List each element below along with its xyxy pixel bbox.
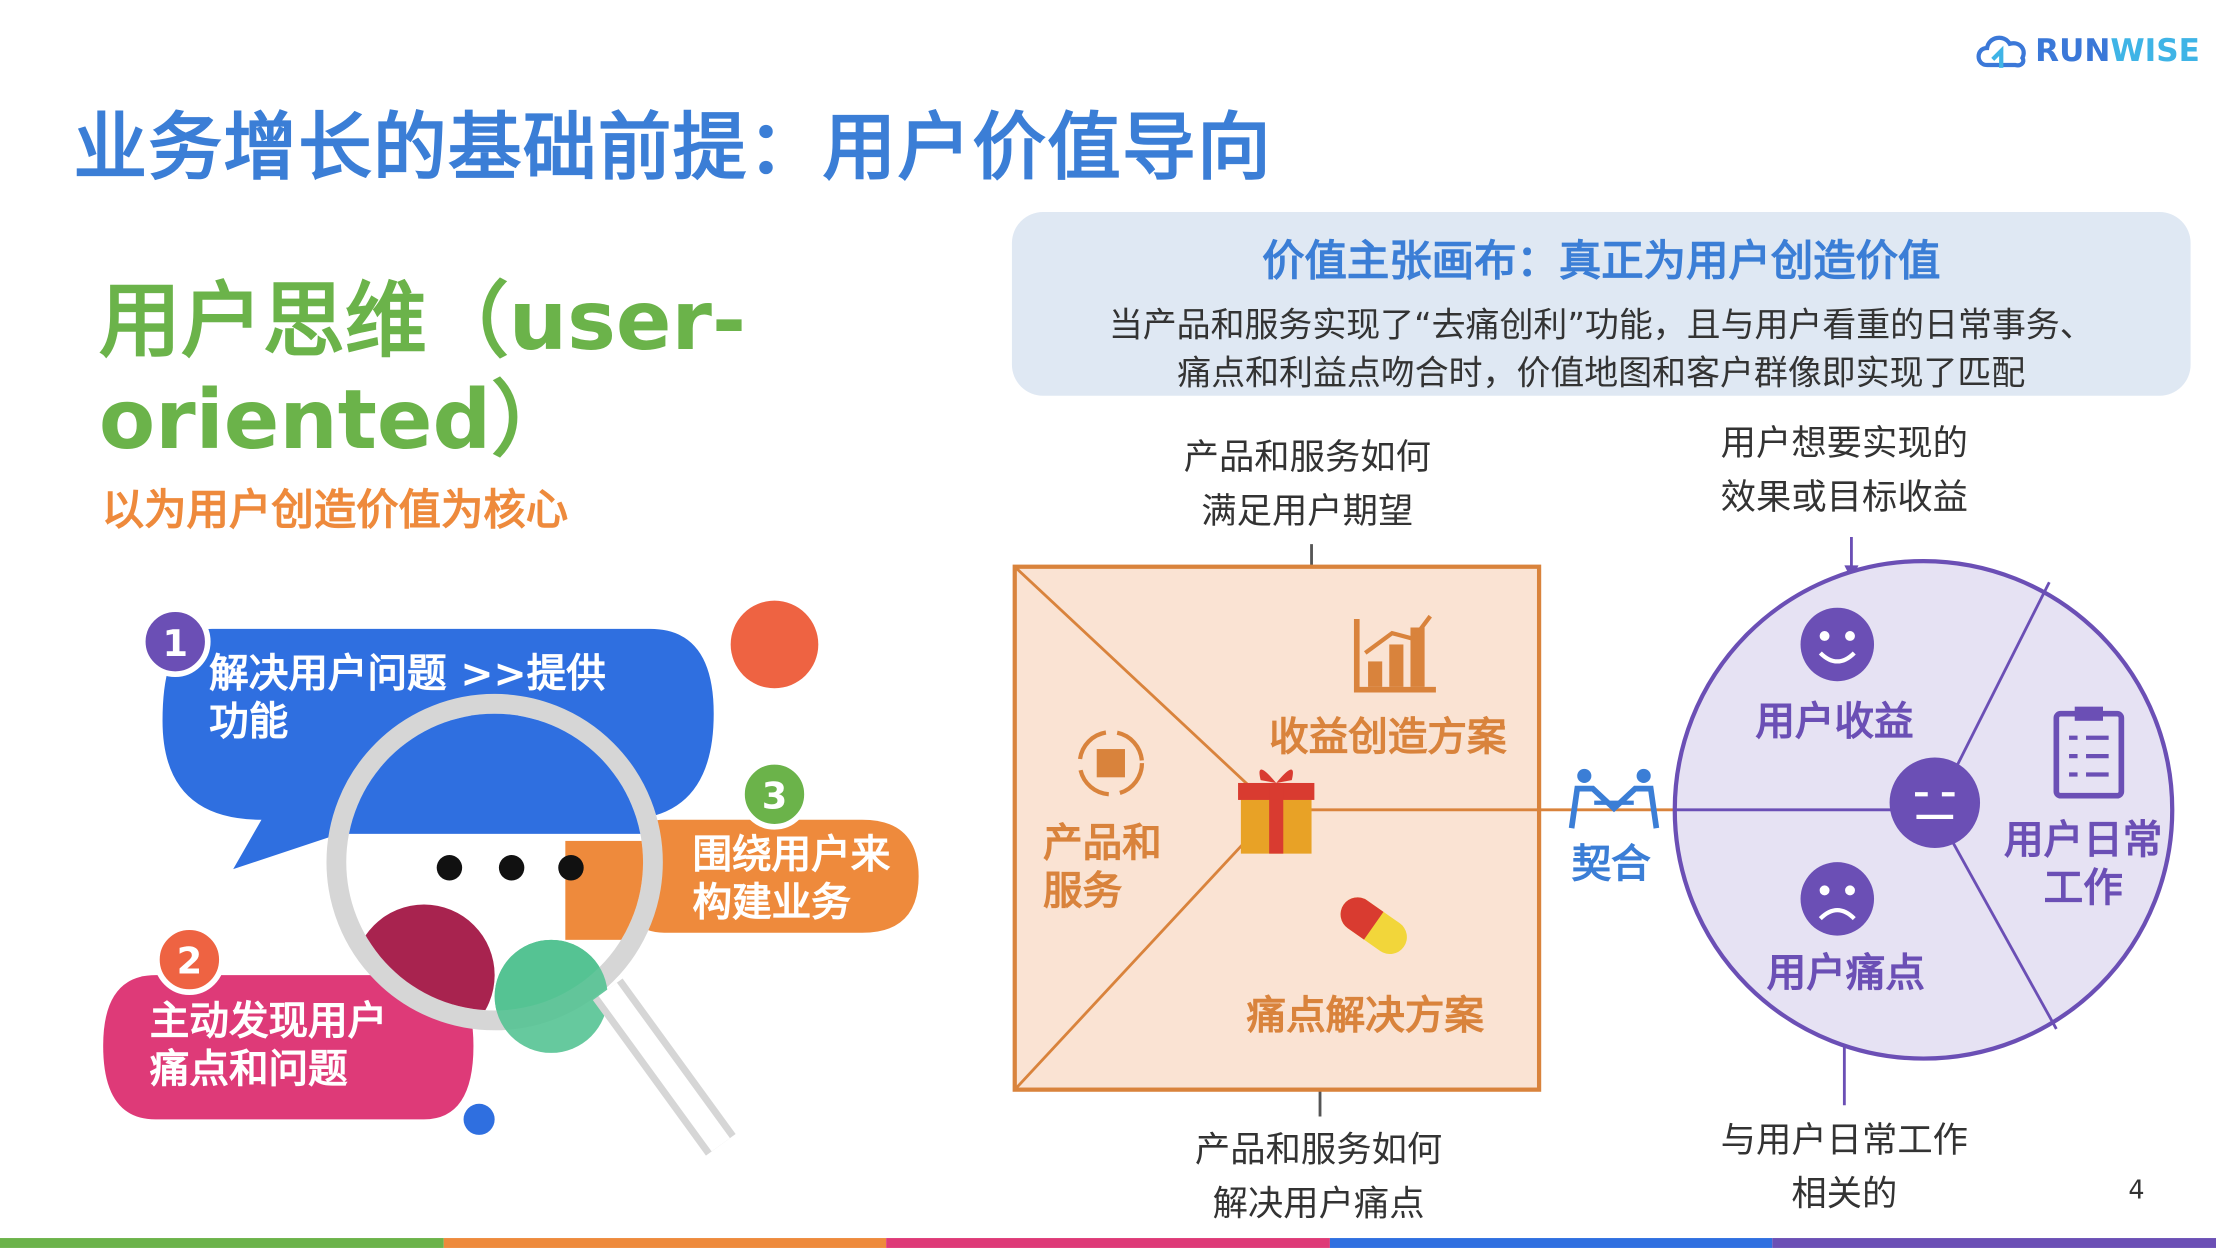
gain-creators-label: 收益创造方案	[1269, 707, 1506, 764]
customer-jobs-line2: 工作	[2004, 865, 2162, 913]
sad-face-icon	[1801, 862, 1874, 935]
canvas-title: 价值主张画布：真正为用户创造价值	[1012, 226, 2191, 288]
pain-relievers-label: 痛点解决方案	[1247, 985, 1484, 1042]
bar-segment-purple	[1773, 1238, 2216, 1248]
fit-label: 契合	[1572, 834, 1651, 891]
neutral-face-icon	[1890, 758, 1980, 848]
products-label-line1: 产品和	[1043, 820, 1162, 868]
bar-segment-orange	[443, 1238, 886, 1248]
page-number: 4	[2128, 1176, 2144, 1206]
customer-jobs-line1: 用户日常	[2004, 817, 2162, 865]
bar-segment-blue	[1330, 1238, 1773, 1248]
bar-segment-pink	[886, 1238, 1329, 1248]
circle-top-note-line1: 用户想要实现的	[1668, 417, 2021, 471]
circle-top-note-line2: 效果或目标收益	[1668, 471, 2021, 525]
bubble-3-line2: 构建业务	[693, 879, 891, 927]
cloud-logo-icon	[1973, 28, 2030, 73]
square-top-note-line1: 产品和服务如何	[1131, 431, 1484, 485]
products-services-label: 产品和 服务	[1043, 820, 1162, 916]
square-top-note: 产品和服务如何 满足用户期望	[1131, 431, 1484, 538]
badge-2-number: 2	[177, 940, 203, 983]
handshake-icon	[1572, 769, 1657, 828]
bubble-2-text: 主动发现用户 痛点和问题	[150, 998, 387, 1094]
bar-segment-green	[0, 1238, 443, 1248]
circle-bottom-note-line2: 相关的	[1668, 1167, 2021, 1221]
badge-3-number: 3	[762, 774, 788, 817]
dot	[558, 855, 583, 880]
decor-circle-orange	[731, 601, 819, 689]
heading-line2: oriented）	[99, 353, 573, 472]
bubble-2-line2: 痛点和问题	[150, 1046, 387, 1094]
page-title: 业务增长的基础前提：用户价值导向	[73, 88, 1272, 194]
dot	[499, 855, 524, 880]
logo-text-main: RUN	[2035, 33, 2110, 68]
dot	[437, 855, 462, 880]
square-top-note-line2: 满足用户期望	[1131, 485, 1484, 539]
decor-circle-blue	[464, 1104, 495, 1135]
bubble-3-text: 围绕用户来 构建业务	[693, 831, 891, 927]
badge-1-number: 1	[162, 622, 188, 665]
logo-text-accent: WISE	[2110, 33, 2200, 68]
canvas-desc-line1: 当产品和服务实现了“去痛创利”功能，且与用户看重的日常事务、	[1012, 297, 2191, 346]
square-bottom-note: 产品和服务如何 解决用户痛点	[1142, 1124, 1495, 1231]
square-bottom-note-line1: 产品和服务如何	[1142, 1124, 1495, 1178]
brand-logo: RUNWISE	[1973, 28, 2200, 73]
happy-face-icon	[1801, 608, 1874, 681]
customer-jobs-label: 用户日常 工作	[2004, 817, 2162, 913]
customer-gains-label: 用户收益	[1755, 698, 1913, 746]
bubble-1-text: 解决用户问题 >>提供 功能	[209, 650, 606, 746]
bubble-2-line1: 主动发现用户	[150, 998, 387, 1046]
bubble-3-line1: 围绕用户来	[693, 831, 891, 879]
customer-pains-label: 用户痛点	[1767, 950, 1925, 998]
bottom-color-bar	[0, 1238, 2216, 1248]
circle-top-note: 用户想要实现的 效果或目标收益	[1668, 417, 2021, 524]
bubble-1-line2: 功能	[209, 698, 606, 746]
bubble-1-line1: 解决用户问题 >>提供	[209, 650, 606, 698]
products-label-line2: 服务	[1043, 868, 1162, 916]
canvas-desc-line2: 痛点和利益点吻合时，价值地图和客户群像即实现了匹配	[1012, 345, 2191, 394]
subheading: 以为用户创造价值为核心	[102, 475, 568, 537]
square-bottom-note-line2: 解决用户痛点	[1142, 1177, 1495, 1231]
